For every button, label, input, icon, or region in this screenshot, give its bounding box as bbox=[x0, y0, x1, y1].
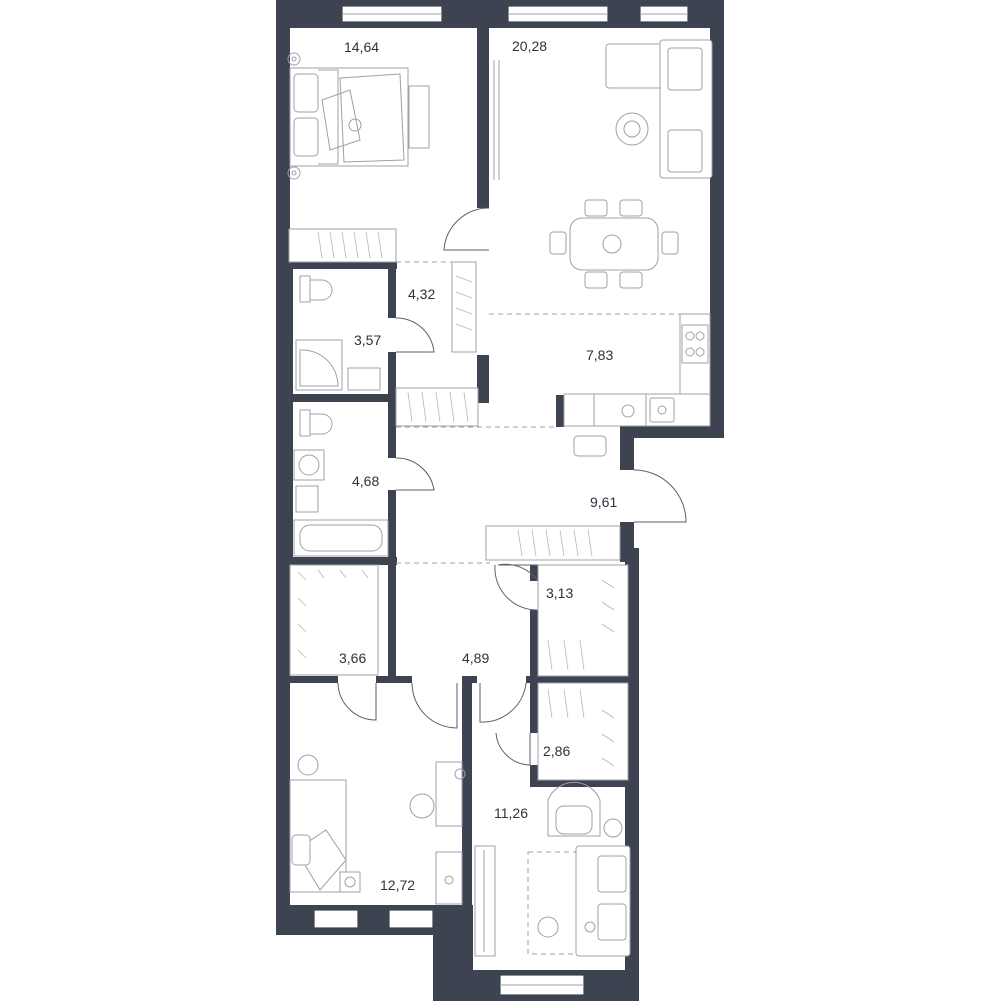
corridor-wardrobes bbox=[395, 261, 621, 561]
bedroom-top-furniture bbox=[287, 52, 500, 263]
area-closet-right-b: 2,86 bbox=[543, 743, 570, 759]
area-corridor-bottom: 4,89 bbox=[462, 650, 489, 666]
bath-bottom-furniture bbox=[293, 409, 389, 557]
area-hall: 9,61 bbox=[590, 494, 617, 510]
bedroom-left-furniture bbox=[289, 754, 466, 905]
area-kitchen: 7,83 bbox=[586, 347, 613, 363]
kitchen-furniture bbox=[563, 313, 711, 457]
doors bbox=[337, 207, 687, 766]
bath-top-furniture bbox=[295, 275, 381, 391]
area-bedroom-top: 14,64 bbox=[344, 39, 379, 55]
bedroom-right-furniture bbox=[474, 781, 631, 957]
room-labels: 14,64 20,28 4,32 3,57 7,83 4,68 9,61 3,6… bbox=[339, 38, 617, 893]
area-living: 20,28 bbox=[512, 38, 547, 54]
windows bbox=[313, 5, 689, 996]
area-closet-right-a: 3,13 bbox=[546, 585, 573, 601]
area-corridor-top: 4,32 bbox=[408, 286, 435, 302]
area-bath-top: 3,57 bbox=[354, 332, 381, 348]
closet-furniture bbox=[289, 564, 629, 781]
wardrobe-hatch bbox=[317, 231, 383, 259]
area-bath-bottom: 4,68 bbox=[352, 473, 379, 489]
living-furniture bbox=[549, 39, 713, 289]
interior-walls bbox=[287, 28, 630, 906]
area-closet-left: 3,66 bbox=[339, 650, 366, 666]
area-bedroom-right: 11,26 bbox=[494, 805, 528, 821]
area-bedroom-left: 12,72 bbox=[380, 877, 415, 893]
